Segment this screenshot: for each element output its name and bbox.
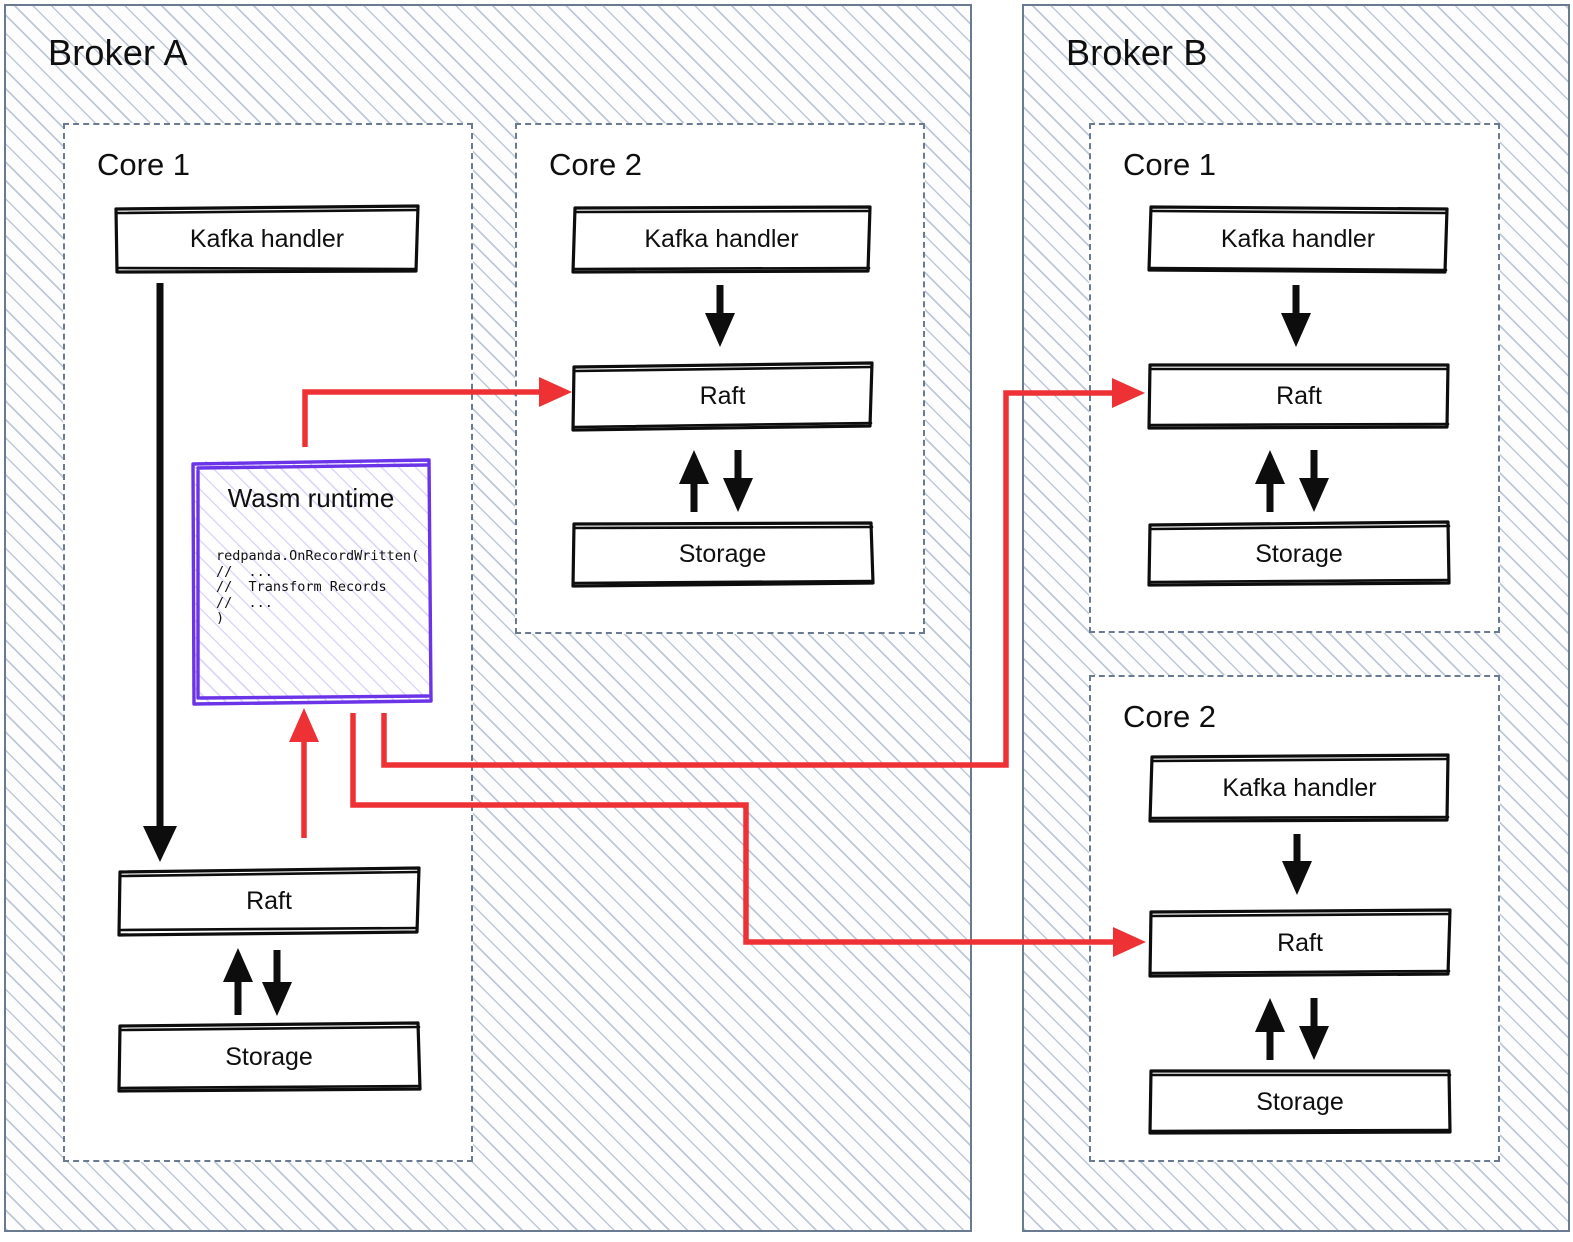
bb-c1-raft-node: Raft [1146,360,1452,432]
bb-c2-storage-label: Storage [1256,1087,1344,1116]
bb-c2-kafka-handler-label: Kafka handler [1222,773,1377,802]
broker-a-title: Broker A [48,32,188,73]
ba-c2-raft-label: Raft [699,381,746,410]
broker-a-core-2-title: Core 2 [549,147,643,182]
bb-c1-kafka-handler-node: Kafka handler [1146,203,1450,275]
ba-c1-raft-label: Raft [246,886,292,915]
ba-c1-storage-node: Storage [116,1020,422,1094]
ba-c2-kafka-handler-label: Kafka handler [644,224,799,253]
ba-c1-storage-label: Storage [225,1042,313,1071]
ba-c2-kafka-handler-node: Kafka handler [570,203,873,275]
bb-c2-storage-node: Storage [1147,1067,1453,1137]
broker-b-core-2-title: Core 2 [1123,699,1217,734]
ba-c1-raft-node: Raft [116,864,422,938]
ba-c1-wasm-runtime-node: Wasm runtime redpanda.OnRecordWritten( /… [188,457,434,707]
ba-c1-kafka-handler-label: Kafka handler [189,224,345,253]
wasm-runtime-code: redpanda.OnRecordWritten( // ... // Tran… [216,548,420,626]
broker-b-core-1-title: Core 1 [1123,147,1217,182]
ba-c2-storage-node: Storage [570,519,875,589]
broker-b-title: Broker B [1066,32,1208,73]
wasm-runtime-title: Wasm runtime [227,483,395,513]
ba-c2-storage-label: Storage [678,539,767,568]
bb-c1-storage-node: Storage [1146,519,1452,589]
ba-c1-kafka-handler-node: Kafka handler [113,203,421,275]
bb-c2-raft-label: Raft [1277,928,1323,957]
bb-c2-kafka-handler-node: Kafka handler [1147,752,1452,824]
bb-c1-raft-label: Raft [1276,381,1322,410]
ba-c2-raft-node: Raft [570,360,875,432]
bb-c2-raft-node: Raft [1147,907,1453,979]
bb-c1-storage-label: Storage [1255,539,1343,568]
broker-a-core-1-title: Core 1 [97,147,191,182]
bb-c1-kafka-handler-label: Kafka handler [1220,224,1376,253]
